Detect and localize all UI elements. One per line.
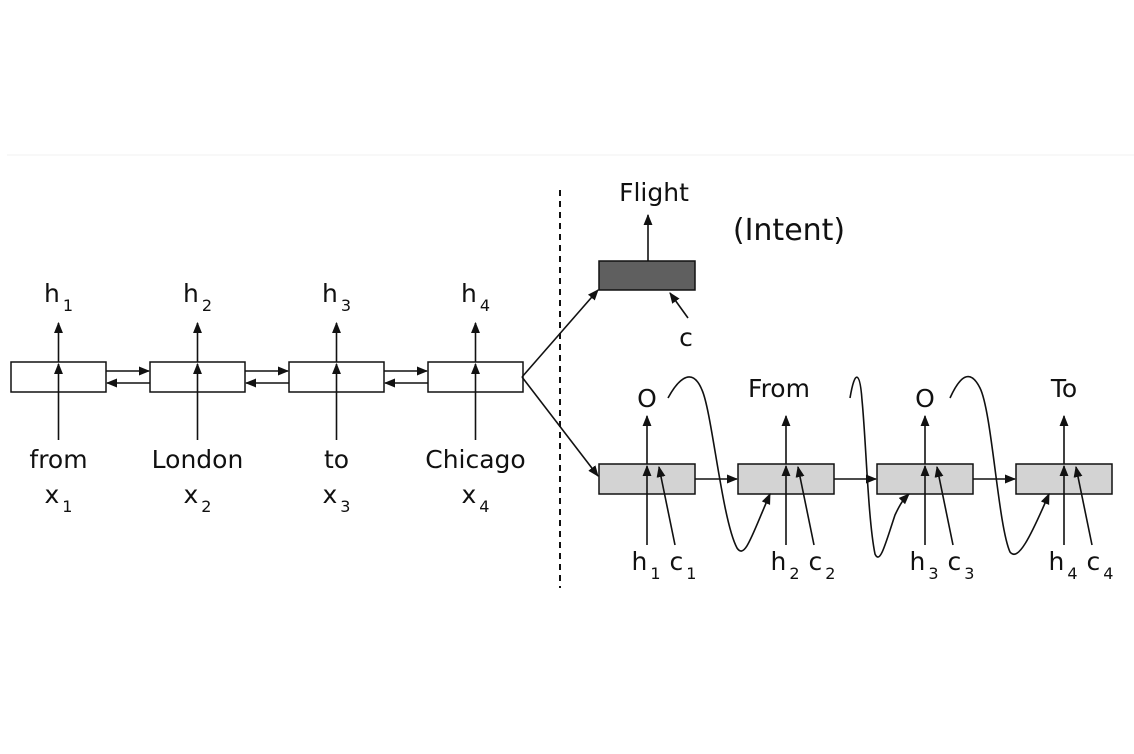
arrow-encoder-to-decoder — [521, 376, 599, 477]
intent-context-label: c — [679, 323, 693, 352]
encoder-hidden-label-subscript: 4 — [480, 296, 490, 315]
encoder-input-label-subscript: 1 — [62, 497, 72, 516]
encoder-hidden-label-subscript: 2 — [202, 296, 212, 315]
decoder-hidden-label-main: h — [770, 547, 786, 576]
feedback-curve-3 — [949, 375, 1050, 555]
encoder-hidden-label-subscript: 3 — [341, 296, 351, 315]
arrow-encoder-to-intent — [521, 289, 599, 378]
encoder-hidden-label-main: h — [322, 279, 338, 308]
encoder-hidden-label-main: h — [44, 279, 60, 308]
slot-label: To — [1050, 374, 1077, 403]
decoder-context-label-subscript: 4 — [1103, 564, 1113, 583]
intent-context-arrow — [669, 292, 689, 319]
slot-label: O — [637, 384, 657, 413]
decoder-context-label-subscript: 3 — [964, 564, 974, 583]
decoder-context-label-main: c — [809, 547, 823, 576]
feedback-curve-2 — [849, 376, 910, 558]
decoder-context-label-main: c — [1087, 547, 1101, 576]
encoder-input-label-subscript: 2 — [201, 497, 211, 516]
encoder-word-label: to — [324, 445, 349, 474]
encoder-input-label-main: x — [323, 480, 338, 509]
decoder-context-arrow — [656, 465, 676, 546]
intent-caption: (Intent) — [733, 213, 845, 248]
intent-output-label: Flight — [619, 178, 689, 207]
decoder-context-arrow — [795, 465, 815, 546]
encoder-hidden-label-main: h — [183, 279, 199, 308]
feedback-curve-1 — [667, 376, 771, 552]
encoder-input-label-main: x — [184, 480, 199, 509]
encoder-hidden-label-subscript: 1 — [63, 296, 73, 315]
decoder-hidden-label-subscript: 3 — [928, 564, 938, 583]
decoder-context-label-main: c — [948, 547, 962, 576]
decoder-context-arrow — [934, 465, 954, 546]
encoder-input-label-subscript: 3 — [340, 497, 350, 516]
encoder-word-label: London — [152, 445, 244, 474]
decoder-context-arrow — [1073, 465, 1093, 546]
decoder-hidden-label-subscript: 4 — [1067, 564, 1077, 583]
encoder-input-label-main: x — [45, 480, 60, 509]
decoder-context-label-subscript: 1 — [686, 564, 696, 583]
encoder-word-label: from — [29, 445, 87, 474]
encoder-input-label-main: x — [462, 480, 477, 509]
encoder-input-label-subscript: 4 — [479, 497, 489, 516]
decoder-context-label-subscript: 2 — [825, 564, 835, 583]
intent-box — [598, 260, 696, 291]
decoder-hidden-label-subscript: 2 — [789, 564, 799, 583]
decoder-hidden-label-main: h — [631, 547, 647, 576]
decoder-hidden-label-subscript: 1 — [650, 564, 660, 583]
decoder-context-label-main: c — [670, 547, 684, 576]
slot-label: From — [748, 374, 810, 403]
encoder-hidden-label-main: h — [461, 279, 477, 308]
decoder-hidden-label-main: h — [1048, 547, 1064, 576]
encoder-word-label: Chicago — [425, 445, 525, 474]
intent-classifier: Flight (Intent) c — [598, 178, 845, 352]
slot-label: O — [915, 384, 935, 413]
decoder-hidden-label-main: h — [909, 547, 925, 576]
